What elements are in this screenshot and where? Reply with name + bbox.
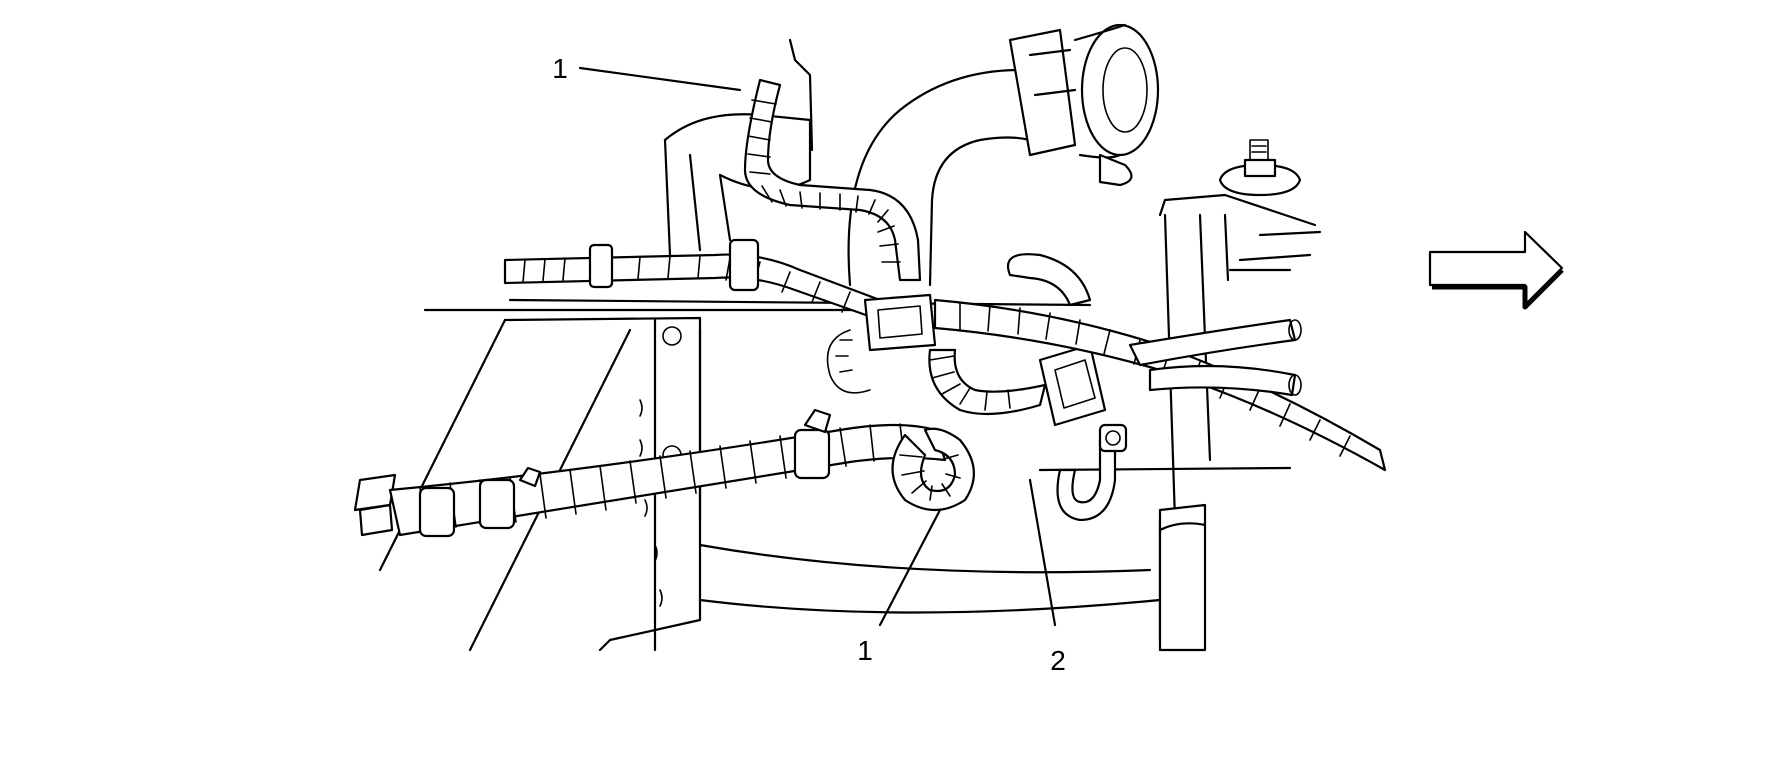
leader-line-1-bottom [878,508,942,627]
right-arrow-icon [1428,230,1564,310]
lower-harness [353,408,975,538]
upper-harness [503,78,1387,522]
callout-label-1-top: 1 [552,53,568,84]
callout-label-1-bottom: 1 [857,635,873,666]
leader-lines [578,66,1057,627]
engine-structure [378,23,1322,652]
callout-label-2: 2 [1050,645,1066,676]
leader-line-2 [1028,478,1057,627]
leader-line-1-top [578,66,742,92]
